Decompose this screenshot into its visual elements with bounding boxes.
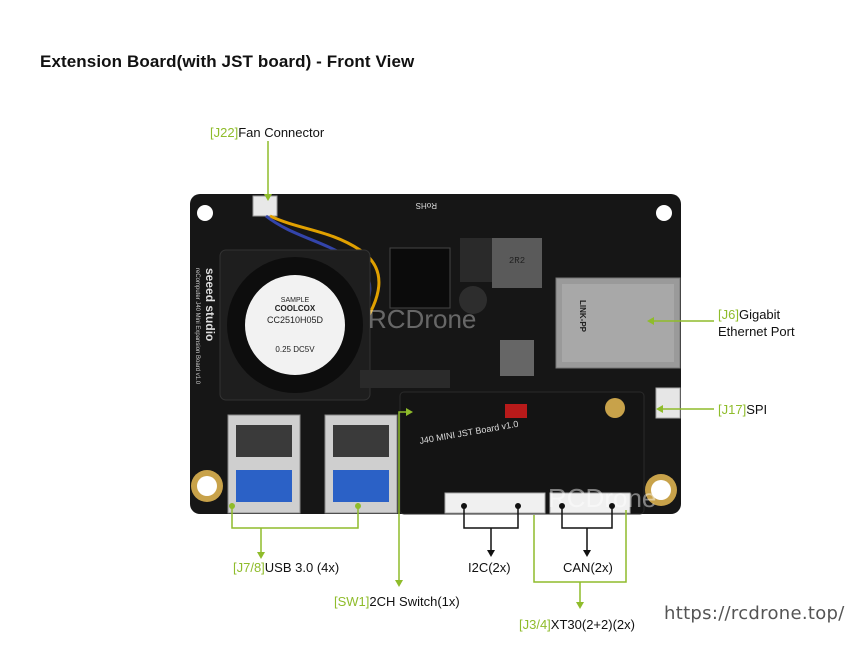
- fan-brand-text: COOLCOX: [275, 304, 316, 313]
- switch-text: 2CH Switch(1x): [369, 594, 460, 609]
- cooling-fan: SAMPLE COOLCOX CC2510H05D 0.25 DC5V: [219, 249, 371, 401]
- ethernet-jack: LINK-PP: [555, 277, 681, 369]
- rohs-text: RoHS: [416, 201, 437, 210]
- spi-code: [J17]: [718, 402, 747, 417]
- xt30-text: XT30(2+2)(2x): [550, 617, 635, 632]
- page-title: Extension Board(with JST board) - Front …: [40, 52, 415, 71]
- brand-text: seeed studio: [203, 268, 217, 341]
- xt30-code: [J3/4]: [519, 617, 551, 632]
- switch-label: [SW1]2CH Switch(1x): [334, 594, 460, 609]
- fan-connector-text: Fan Connector: [238, 125, 325, 140]
- fan-connector-code: [J22]: [210, 125, 239, 140]
- i2c-label: I2C(2x): [468, 560, 511, 575]
- fan-rating-text: 0.25 DC5V: [275, 345, 315, 354]
- mounting-holes: [191, 205, 677, 506]
- spi-connector: [655, 387, 681, 419]
- usb-ports: [227, 414, 398, 514]
- jst-board: J40 MINI JST Board v1.0: [399, 391, 645, 515]
- spi-label: [J17]SPI: [718, 402, 767, 417]
- xt30-label: [J3/4]XT30(2+2)(2x): [519, 617, 635, 632]
- inductor-text: 2R2: [509, 256, 525, 266]
- connector-brackets: [463, 508, 613, 550]
- spi-text: SPI: [746, 402, 768, 417]
- chips: 2R2 RoHS: [360, 201, 542, 388]
- ethernet-text-1: Gigabit: [738, 307, 781, 322]
- usb-text: USB 3.0 (4x): [264, 560, 340, 575]
- watermark-text: RCDrone: [368, 304, 476, 334]
- fan-sample-text: SAMPLE: [281, 297, 310, 304]
- can-label: CAN(2x): [563, 560, 613, 575]
- usb-label: [J7/8]USB 3.0 (4x): [233, 560, 339, 575]
- switch-code: [SW1]: [334, 594, 370, 609]
- ethernet-label: [J6]Gigabit Ethernet Port: [718, 306, 795, 340]
- fan-connector-label: [J22]Fan Connector: [210, 125, 324, 140]
- callout-lines: [231, 141, 714, 602]
- ethernet-code: [J6]: [718, 307, 739, 322]
- watermark-text-2: RCDrone: [548, 483, 656, 513]
- ethernet-brand-text: LINK-PP: [578, 300, 587, 333]
- ethernet-text-2: Ethernet Port: [718, 324, 795, 339]
- board-name-text: reComputer J40 Mini Expansion Board v1.0: [194, 268, 200, 385]
- usb-code: [J7/8]: [233, 560, 265, 575]
- watermark-url: https://rcdrone.top/: [664, 603, 845, 624]
- fan-model-text: CC2510H05D: [267, 315, 324, 325]
- callout-arrows: [257, 194, 663, 609]
